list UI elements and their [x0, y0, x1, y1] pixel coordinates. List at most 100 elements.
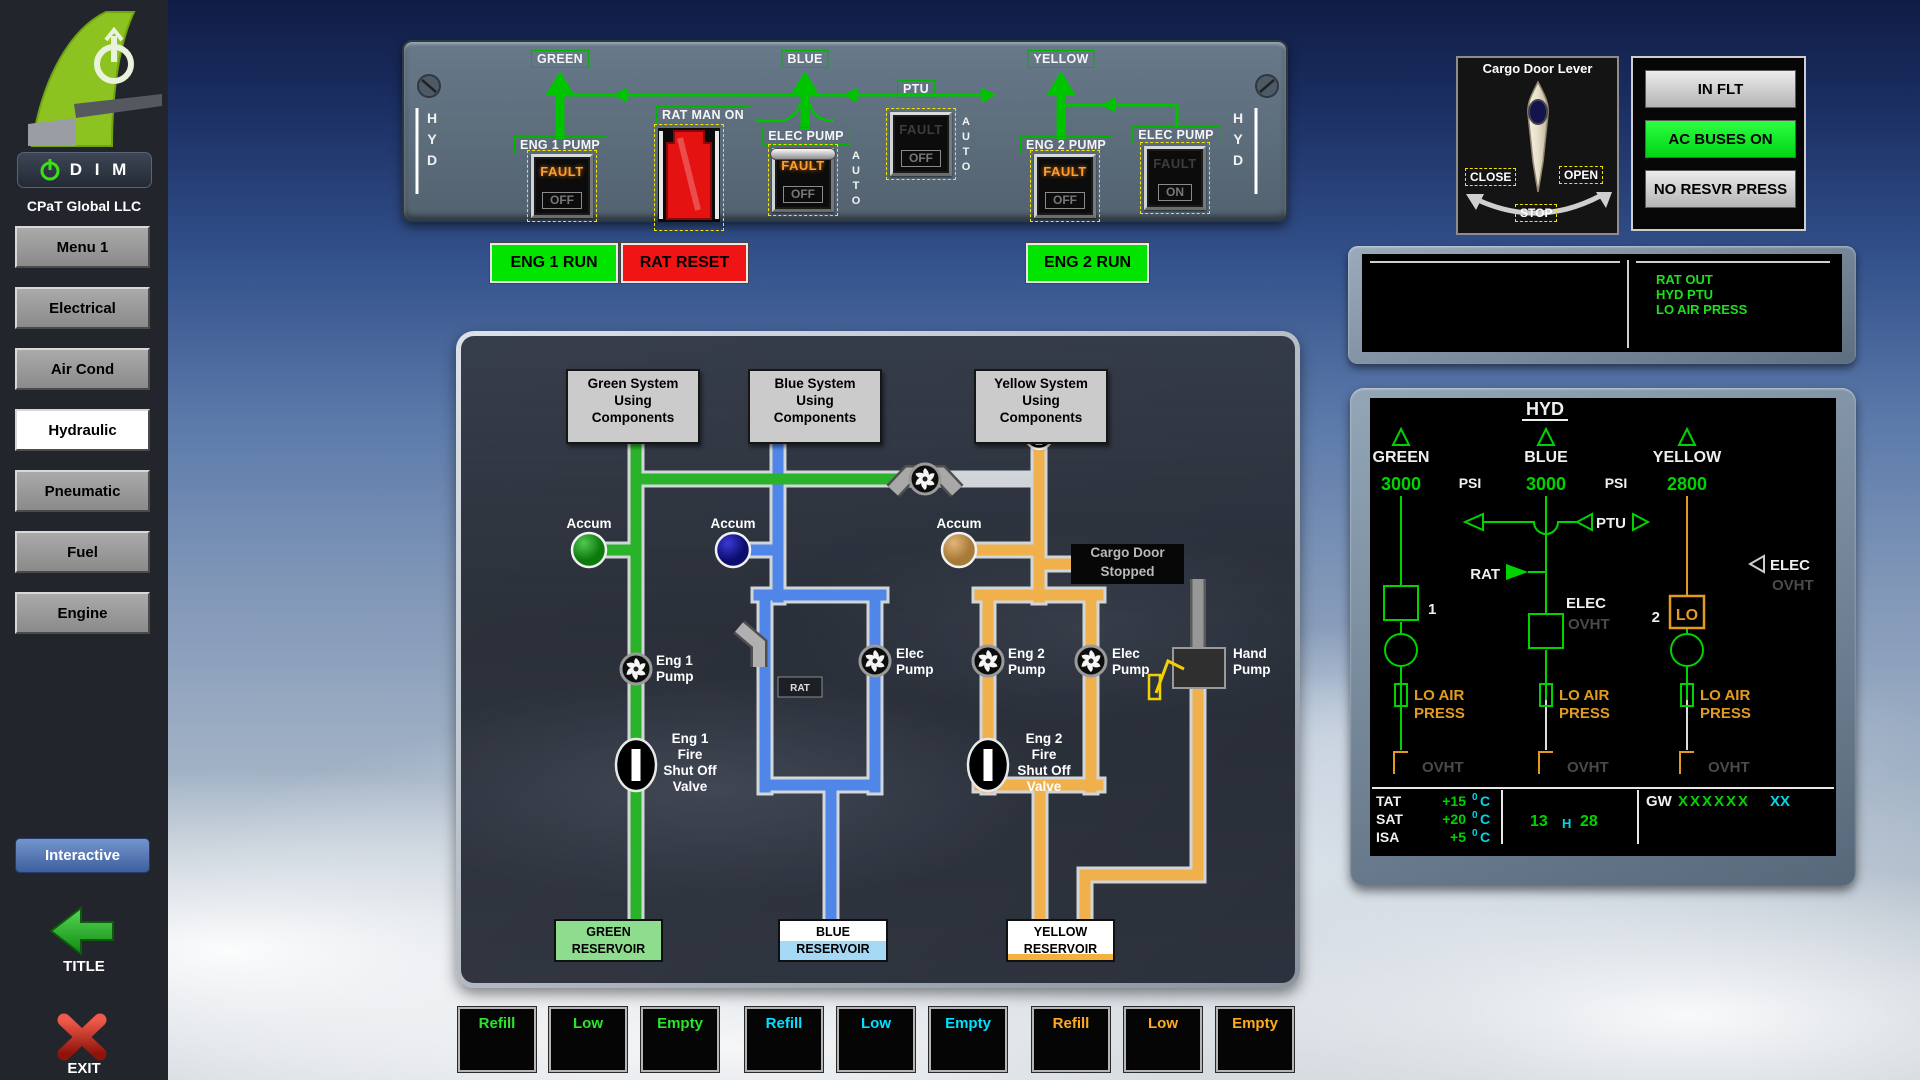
svg-text:C: C — [1480, 829, 1490, 845]
eng1-fire-shutoff-valve-icon[interactable] — [614, 737, 658, 793]
sidebar-item-fuel[interactable]: Fuel — [15, 531, 150, 573]
power-icon — [94, 26, 134, 84]
eng1-pump-off-legend: OFF — [542, 192, 582, 209]
svg-text:+20: +20 — [1442, 811, 1466, 827]
upper-ecam-screen: RAT OUT HYD PTU LO AIR PRESS — [1362, 254, 1842, 352]
no-resvr-press-button[interactable]: NO RESVR PRESS — [1645, 170, 1796, 208]
sidebar-item-menu1[interactable]: Menu 1 — [15, 226, 150, 268]
sidebar-item-hydraulic[interactable]: Hydraulic — [15, 409, 150, 451]
dim-button[interactable]: D I M — [17, 152, 152, 188]
sidebar-item-pneumatic[interactable]: Pneumatic — [15, 470, 150, 512]
elec-pump-yellow-switch[interactable]: FAULT ON — [1140, 142, 1210, 214]
svg-text:PRESS: PRESS — [1414, 705, 1465, 722]
sidebar-item-aircond[interactable]: Air Cond — [15, 348, 150, 390]
svg-text:Valve: Valve — [1027, 779, 1062, 794]
cargo-door-lever-handle[interactable] — [1510, 80, 1566, 194]
eng2-pump-switch[interactable]: FAULT OFF — [1030, 150, 1100, 222]
elec-pump-blue-switch[interactable]: FAULT OFF — [768, 144, 838, 216]
eng2-fire-shutoff-valve-icon[interactable] — [966, 737, 1010, 793]
exit-x-icon[interactable] — [55, 1012, 109, 1062]
title-label[interactable]: TITLE — [63, 958, 105, 975]
auto-label-elec: AUTO — [850, 150, 862, 210]
cargo-door-lever-panel: Cargo Door Lever CLOSE OPEN STOP — [1456, 56, 1619, 235]
svg-text:Pump: Pump — [1233, 662, 1271, 677]
cargo-close-button[interactable]: CLOSE — [1465, 168, 1517, 186]
yellow-empty-button[interactable]: Empty — [1215, 1006, 1295, 1073]
yellow-elec-ovht: OVHT — [1772, 577, 1814, 594]
screw-icon — [417, 74, 1279, 98]
green-low-button[interactable]: Low — [548, 1006, 628, 1073]
ac-buses-on-button[interactable]: AC BUSES ON — [1645, 120, 1796, 158]
ptu-turbine-icon — [908, 462, 942, 496]
lower-ecam-display: HYD GREEN BLUE YELLOW 3000 3000 2800 PSI… — [1350, 388, 1856, 886]
reservoir-level-icons — [1394, 683, 1694, 707]
lo-box-icon — [1668, 594, 1706, 630]
yellow-elec-pump-icon[interactable] — [1074, 644, 1108, 678]
svg-text:PRESS: PRESS — [1559, 705, 1610, 722]
blue-empty-button[interactable]: Empty — [928, 1006, 1008, 1073]
svg-text:LO AIR: LO AIR — [1559, 687, 1609, 704]
svg-text:GW: GW — [1646, 793, 1673, 810]
svg-text:+15: +15 — [1442, 793, 1466, 809]
cargo-stop-button[interactable]: STOP — [1515, 204, 1558, 222]
cargo-open-button[interactable]: OPEN — [1559, 166, 1604, 184]
rat-reset-button[interactable]: RAT RESET — [620, 242, 749, 284]
yellow-refill-button[interactable]: Refill — [1031, 1006, 1111, 1073]
svg-text:C: C — [1480, 793, 1490, 809]
yellow-low-button[interactable]: Low — [1123, 1006, 1203, 1073]
eng2-pump-icon[interactable] — [971, 644, 1005, 678]
in-flt-button[interactable]: IN FLT — [1645, 70, 1796, 108]
interactive-button[interactable]: Interactive — [15, 838, 150, 873]
hyd-right-label: HYD — [1230, 110, 1246, 173]
upper-ecam-display: RAT OUT HYD PTU LO AIR PRESS — [1348, 246, 1856, 364]
blue-refill-button[interactable]: Refill — [744, 1006, 824, 1073]
ptu-switch[interactable]: FAULT OFF — [886, 108, 956, 180]
svg-text:OVHT: OVHT — [1708, 759, 1750, 776]
sd-yellow-label: YELLOW — [1653, 449, 1722, 466]
svg-text:Fire: Fire — [678, 747, 703, 762]
eng1-pump-label: ENG 1 PUMP — [513, 136, 607, 154]
rat-pipe-elbow — [735, 622, 765, 667]
blue-low-button[interactable]: Low — [836, 1006, 916, 1073]
memo-lo-air-press: LO AIR PRESS — [1656, 302, 1748, 317]
green-empty-button[interactable]: Empty — [640, 1006, 720, 1073]
lever-arc-arrow-icon — [1466, 192, 1612, 216]
svg-text:13: 13 — [1530, 813, 1548, 830]
memo-hyd-ptu: HYD PTU — [1656, 287, 1713, 302]
blue-elec-pump-icon[interactable] — [858, 644, 892, 678]
white-line-segments — [1545, 700, 1688, 750]
yellow-reservoir-fill — [1008, 954, 1113, 960]
eng1-pump-switch[interactable]: FAULT OFF — [527, 150, 597, 222]
elec-pump-blue-label: ELEC PUMP — [762, 127, 850, 145]
eng1-run-button[interactable]: ENG 1 RUN — [489, 242, 619, 284]
svg-text:0: 0 — [1472, 828, 1478, 839]
svg-text:LO AIR: LO AIR — [1700, 687, 1750, 704]
blue-reservoir-fill — [780, 941, 886, 960]
green-refill-button[interactable]: Refill — [457, 1006, 537, 1073]
blue-elec-label: ELEC — [1566, 595, 1606, 612]
blue-pressure: 3000 — [1526, 474, 1566, 494]
svg-text:Shut Off: Shut Off — [663, 763, 717, 778]
eng2-run-button[interactable]: ENG 2 RUN — [1025, 242, 1150, 284]
sidebar: D I M CPaT Global LLC Menu 1 Electrical … — [0, 0, 168, 1080]
gross-weight-block: GW XXXXXX XX — [1646, 793, 1790, 810]
svg-text:SAT: SAT — [1376, 811, 1403, 827]
eng1-pump-fault-light: FAULT — [540, 164, 584, 179]
back-arrow-icon[interactable] — [49, 904, 115, 958]
svg-text:XXXXXX: XXXXXX — [1678, 793, 1750, 810]
sidebar-item-engine[interactable]: Engine — [15, 592, 150, 634]
exit-label[interactable]: EXIT — [67, 1060, 101, 1077]
eng1-pump-icon[interactable] — [619, 652, 653, 686]
auto-label-ptu: AUTO — [960, 116, 972, 176]
sd-hyd-screen: HYD GREEN BLUE YELLOW 3000 3000 2800 PSI… — [1370, 398, 1836, 856]
elec-pump-blue-off-legend: OFF — [783, 186, 823, 203]
ptu-line-icon — [1462, 512, 1651, 535]
rat-man-on-switch[interactable] — [654, 124, 724, 231]
system-arrow-icons — [1391, 426, 1697, 446]
sidebar-item-electrical[interactable]: Electrical — [15, 287, 150, 329]
